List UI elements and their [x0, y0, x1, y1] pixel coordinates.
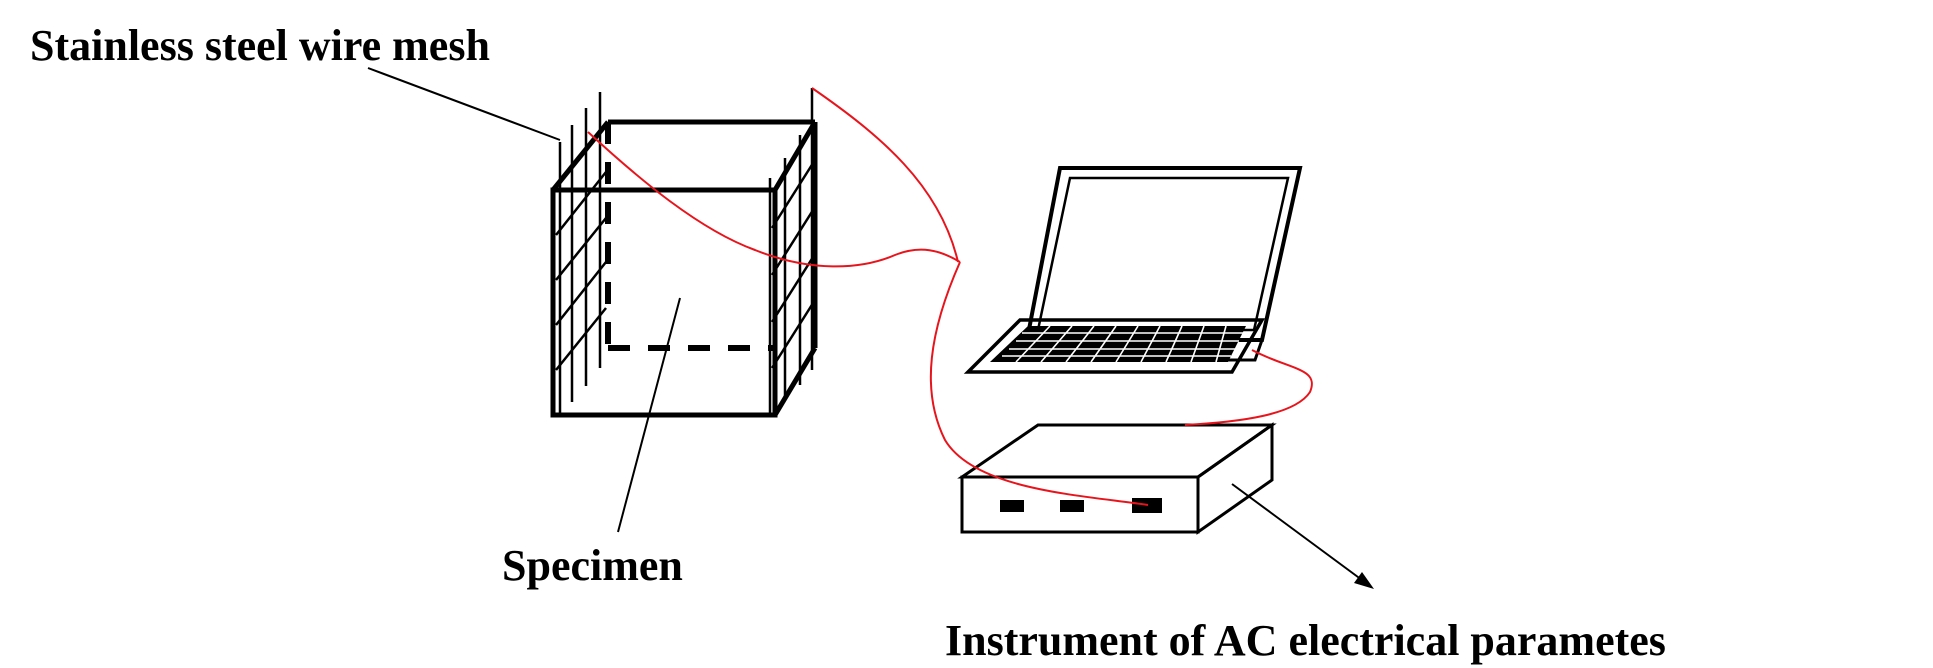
laptop: [963, 166, 1303, 374]
laptop-keyboard: [990, 325, 1246, 363]
visible-edges: [550, 119, 818, 418]
hidden-edges: [605, 122, 775, 351]
instrument-label: Instrument of AC electrical parametes: [945, 616, 1666, 665]
lead-wire-junction-to-instrument: [929, 261, 1149, 506]
instrument-port-1: [1000, 500, 1024, 512]
specimen-cube: [550, 119, 818, 418]
ac-instrument-box: [957, 422, 1277, 535]
lead-wire-laptop-to-instrument: [1184, 349, 1313, 426]
lead-wire-top-to-junction: [811, 87, 959, 263]
specimen-label: Specimen: [502, 541, 683, 590]
lead-wires: [587, 87, 1313, 506]
left-wire-mesh: [555, 92, 607, 415]
instrument-port-2: [1060, 500, 1084, 512]
mesh-leader-line: [367, 67, 561, 141]
instrument-leader-arrow: [1231, 483, 1374, 589]
mesh-label: Stainless steel wire mesh: [30, 21, 490, 70]
lead-wire-mesh-to-junction: [587, 131, 961, 268]
